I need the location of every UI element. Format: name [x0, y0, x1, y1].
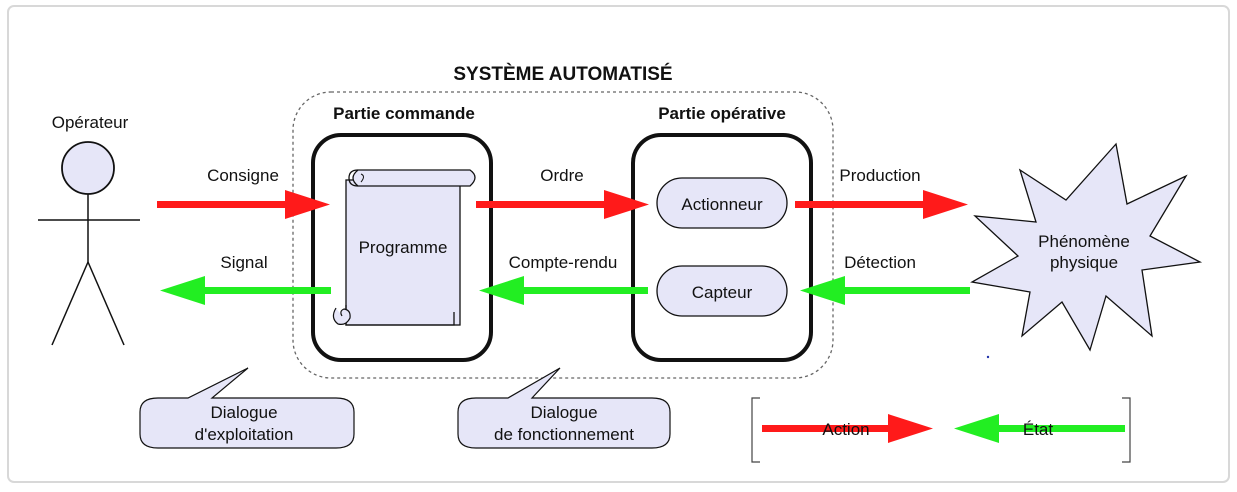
operative-part-box — [631, 133, 813, 362]
operator-right-leg — [87, 261, 125, 346]
phenomenon-label-line1: Phénomène — [1038, 232, 1130, 251]
command-part: Partie commande Programme — [311, 104, 493, 362]
legend-bracket-left — [751, 397, 760, 463]
production-arrow — [795, 190, 968, 219]
detection-label: Détection — [844, 253, 916, 272]
command-part-title: Partie commande — [333, 104, 475, 123]
actuator-label: Actionneur — [681, 195, 763, 214]
compte-rendu-arrow — [479, 276, 648, 305]
operator-head — [61, 141, 115, 195]
consigne-label: Consigne — [207, 166, 279, 185]
operator-label: Opérateur — [52, 113, 129, 132]
ordre-label: Ordre — [540, 166, 583, 185]
ordre-arrow — [476, 190, 649, 219]
operative-part: Partie opérative Actionneur Capteur — [631, 104, 813, 362]
consigne-arrow — [157, 190, 330, 219]
stray-dot — [986, 355, 990, 359]
legend-etat-label: État — [1023, 420, 1054, 439]
signal-arrow — [160, 276, 331, 305]
operator-figure: Opérateur — [38, 113, 140, 346]
detection-arrow — [800, 276, 970, 305]
sensor-box — [656, 265, 788, 317]
callout-exploitation: Dialogue d'exploitation — [139, 367, 355, 449]
physical-phenomenon: Phénomène physique — [970, 142, 1203, 352]
phenomenon-label-line2: physique — [1050, 253, 1118, 272]
outer-frame — [7, 5, 1230, 483]
sensor-label: Capteur — [692, 283, 753, 302]
operator-left-leg — [51, 261, 89, 346]
legend-action-label: Action — [822, 420, 869, 439]
program-scroll-icon — [332, 169, 476, 326]
callout-exploitation-line2: d'exploitation — [195, 425, 294, 444]
signal-label: Signal — [220, 253, 267, 272]
operative-part-title: Partie opérative — [658, 104, 786, 123]
compte-rendu-label: Compte-rendu — [509, 253, 618, 272]
actuator-box — [656, 177, 788, 229]
diagram-title: SYSTÈME AUTOMATISÉ — [453, 63, 672, 85]
phenomenon-starburst — [970, 142, 1203, 352]
legend: Action État — [751, 397, 1131, 463]
production-label: Production — [839, 166, 920, 185]
program-label: Programme — [359, 238, 448, 257]
legend-action-arrow — [762, 414, 933, 443]
callout-exploitation-line1: Dialogue — [210, 403, 277, 422]
callout-fonctionnement: Dialogue de fonctionnement — [457, 367, 671, 449]
callout-fonctionnement-line1: Dialogue — [530, 403, 597, 422]
legend-etat-arrow — [954, 414, 1125, 443]
callout-fonctionnement-line2: de fonctionnement — [494, 425, 634, 444]
flow-arrows: Consigne Signal Ordre Compte-rendu Produ… — [157, 166, 970, 305]
legend-bracket-right — [1122, 397, 1131, 463]
